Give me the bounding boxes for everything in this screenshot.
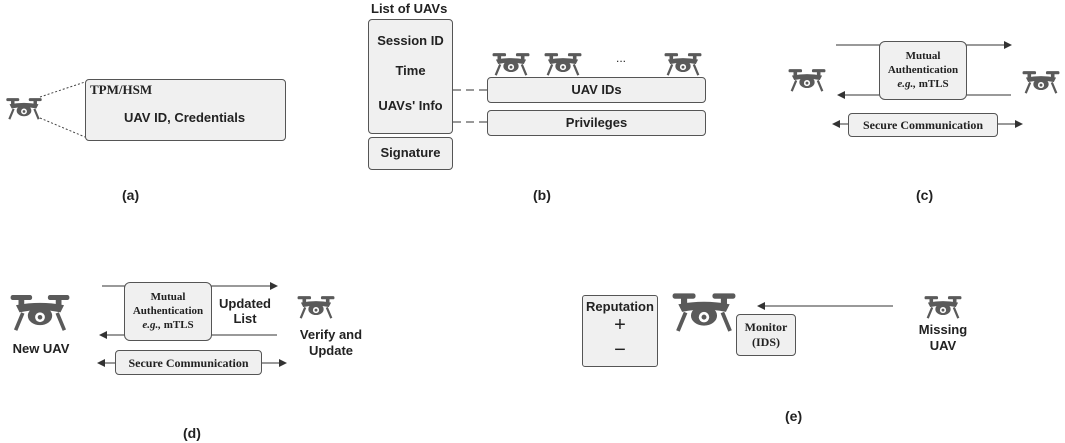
list-of-uavs-title: List of UAVs: [371, 1, 448, 16]
secure-comm-box-c: [848, 113, 998, 137]
monitor-ids-box: [736, 314, 796, 356]
time-label: Time: [395, 63, 426, 78]
updated-label: Updated: [219, 296, 271, 311]
verify-and-label: Verify and: [299, 327, 363, 342]
secure-comm-box-d: [115, 350, 262, 375]
plus-sign: +: [614, 314, 626, 336]
eg-mtls-label-d: e.g., mTLS: [124, 319, 212, 331]
caption-a: (a): [122, 187, 140, 203]
drone-icon: [297, 296, 335, 319]
uav-id-credentials-label: UAV ID, Credentials: [124, 110, 246, 125]
drone-icon: [788, 69, 826, 92]
uav-list-box: [368, 19, 453, 134]
drone-icon: [1022, 71, 1060, 94]
callout-line-top: [39, 81, 86, 98]
drone-icon: [492, 53, 530, 76]
reputation-box: [582, 295, 658, 367]
secure-comm-label-d: Secure Communication: [128, 356, 249, 370]
drone-icon: [924, 296, 962, 319]
authentication-label-c: Authentication: [887, 64, 959, 76]
drone-icon: [544, 53, 582, 76]
caption-c: (c): [916, 187, 934, 203]
callout-line-bottom: [39, 117, 86, 138]
reputation-label: Reputation: [586, 299, 654, 314]
session-id-label: Session ID: [377, 33, 444, 48]
mutual-label-c: Mutual: [905, 50, 941, 62]
monitor-label: Monitor: [744, 320, 788, 334]
uavs-info-label: UAVs' Info: [378, 98, 443, 113]
eg-mtls-label-c: e.g., mTLS: [879, 78, 967, 90]
tpm-hsm-label: TPM/HSM: [90, 82, 153, 97]
drone-icon: [672, 293, 736, 332]
uav-label: UAV: [929, 338, 957, 353]
mutual-label-d: Mutual: [150, 291, 186, 303]
mtls-text-c: mTLS: [915, 78, 949, 90]
privileges-label: Privileges: [565, 115, 628, 130]
drone-icon: [664, 53, 702, 76]
ids-label: (IDS): [751, 335, 780, 349]
drone-icon: [10, 295, 70, 331]
drone-icon: [6, 98, 42, 120]
uav-ids-label: UAV IDs: [571, 82, 622, 97]
caption-e: (e): [785, 408, 803, 424]
new-uav-label: New UAV: [12, 341, 70, 356]
credential-box: [85, 79, 286, 141]
secure-comm-label-c: Secure Communication: [862, 118, 984, 132]
mtls-text-d: mTLS: [160, 319, 194, 331]
signature-label: Signature: [380, 145, 441, 160]
privileges-box: [487, 110, 706, 136]
list-label: List: [233, 311, 257, 326]
signature-box: [368, 137, 453, 170]
uav-ids-box: [487, 77, 706, 103]
mutual-auth-box-c: [879, 41, 967, 100]
minus-sign: −: [614, 339, 626, 361]
ellipsis-label: ...: [616, 51, 627, 65]
authentication-label-d: Authentication: [132, 305, 204, 317]
mutual-auth-box-d: [124, 282, 212, 341]
caption-b: (b): [533, 187, 551, 203]
eg-text-d: e.g.,: [142, 319, 161, 331]
update-label: Update: [308, 343, 354, 358]
eg-text-c: e.g.,: [897, 78, 916, 90]
missing-label: Missing: [918, 322, 968, 337]
caption-d: (d): [183, 425, 201, 441]
